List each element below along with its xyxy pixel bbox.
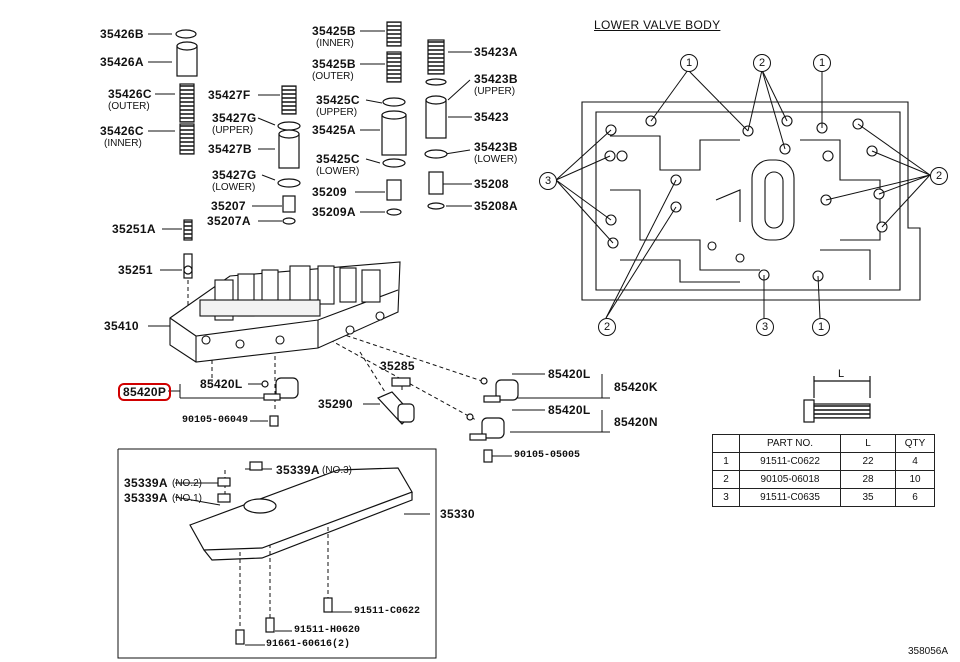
part-label-35209a[interactable]: 35209A — [312, 205, 356, 219]
table-cell-index: 1 — [712, 452, 740, 471]
part-label-35426b[interactable]: 35426B — [100, 27, 144, 41]
part-label-35425a[interactable]: 35425A — [312, 123, 356, 137]
part-label-85420n[interactable]: 85420N — [614, 415, 658, 429]
table-cell-part-no[interactable]: 90105-06018 — [739, 470, 841, 489]
part-label-35339a-no3[interactable]: 35339A — [276, 463, 320, 477]
part-label-35426c-outer[interactable]: 35426C — [108, 87, 152, 101]
qualifier-no2: (NO.2) — [172, 478, 202, 489]
part-label-35209[interactable]: 35209 — [312, 185, 347, 199]
part-label-35425b-inner[interactable]: 35425B — [312, 24, 356, 38]
part-label-35427b[interactable]: 35427B — [208, 142, 252, 156]
lower-valve-body-title: LOWER VALVE BODY — [594, 18, 721, 32]
qualifier-outer-2: (OUTER) — [312, 71, 354, 82]
callout-1-top-right: 1 — [813, 54, 831, 72]
part-label-91661-60616[interactable]: 91661-60616(2) — [266, 639, 351, 650]
callout-1-bottom: 1 — [812, 318, 830, 336]
bolt-spec-table: PART NO. L QTY 1 91511-C0622 22 4 2 9010… — [712, 434, 935, 507]
qualifier-no3: (NO.3) — [322, 465, 352, 476]
table-header-qty: QTY — [895, 434, 935, 453]
part-label-35427f[interactable]: 35427F — [208, 88, 251, 102]
part-label-35425c-upper[interactable]: 35425C — [316, 93, 360, 107]
part-label-91511-c0622[interactable]: 91511-C0622 — [354, 606, 421, 617]
qualifier-inner-2: (INNER) — [316, 38, 354, 49]
callout-2-bottom-left: 2 — [598, 318, 616, 336]
part-label-85420l-left[interactable]: 85420L — [200, 377, 243, 391]
table-row: 1 91511-C0622 22 4 — [712, 452, 935, 471]
diagram-reference-number: 358056A — [908, 646, 949, 657]
callout-2-top: 2 — [753, 54, 771, 72]
qualifier-lower: (LOWER) — [212, 182, 256, 193]
part-label-35290[interactable]: 35290 — [318, 397, 353, 411]
part-label-85420p-highlighted[interactable]: 85420P — [118, 383, 172, 401]
table-cell-qty: 6 — [895, 488, 935, 507]
qualifier-lower-2: (LOWER) — [316, 166, 360, 177]
part-label-35207a[interactable]: 35207A — [207, 214, 251, 228]
part-label-35207[interactable]: 35207 — [211, 199, 246, 213]
qualifier-outer: (OUTER) — [108, 101, 150, 112]
part-label-90105-05005[interactable]: 90105-05005 — [514, 450, 581, 461]
part-label-35423a[interactable]: 35423A — [474, 45, 518, 59]
table-row: 3 91511-C0635 35 6 — [712, 488, 935, 507]
table-cell-length: 22 — [840, 452, 896, 471]
part-label-35426c-inner[interactable]: 35426C — [100, 124, 144, 138]
qualifier-upper-3: (UPPER) — [474, 86, 516, 97]
part-label-35425b-outer[interactable]: 35425B — [312, 57, 356, 71]
callout-1-top-left: 1 — [680, 54, 698, 72]
table-cell-part-no[interactable]: 91511-C0635 — [739, 488, 841, 507]
part-label-35251[interactable]: 35251 — [118, 263, 153, 277]
part-label-35330[interactable]: 35330 — [440, 507, 475, 521]
table-cell-length: 28 — [840, 470, 896, 489]
qualifier-lower-3: (LOWER) — [474, 154, 518, 165]
table-header-part-no: PART NO. — [739, 434, 841, 453]
table-header-row: PART NO. L QTY — [712, 434, 935, 453]
table-cell-part-no[interactable]: 91511-C0622 — [739, 452, 841, 471]
table-cell-index: 3 — [712, 488, 740, 507]
table-header-length: L — [840, 434, 896, 453]
callout-3-bottom: 3 — [756, 318, 774, 336]
dimension-label-l: L — [838, 368, 845, 380]
part-label-35423b-upper[interactable]: 35423B — [474, 72, 518, 86]
qualifier-upper: (UPPER) — [212, 125, 254, 136]
part-label-35410[interactable]: 35410 — [104, 319, 139, 333]
part-label-35427g-lower[interactable]: 35427G — [212, 168, 257, 182]
callout-3-left: 3 — [539, 172, 557, 190]
table-cell-qty: 4 — [895, 452, 935, 471]
part-label-85420k[interactable]: 85420K — [614, 380, 658, 394]
part-label-35423b-lower[interactable]: 35423B — [474, 140, 518, 154]
part-label-35423[interactable]: 35423 — [474, 110, 509, 124]
qualifier-inner: (INNER) — [104, 138, 142, 149]
part-label-35426a[interactable]: 35426A — [100, 55, 144, 69]
table-cell-qty: 10 — [895, 470, 935, 489]
part-label-35425c-lower[interactable]: 35425C — [316, 152, 360, 166]
part-label-90105-06049[interactable]: 90105-06049 — [182, 415, 249, 426]
part-label-85420l-top[interactable]: 85420L — [548, 367, 591, 381]
table-cell-index: 2 — [712, 470, 740, 489]
part-label-35285[interactable]: 35285 — [380, 359, 415, 373]
part-label-85420l-mid[interactable]: 85420L — [548, 403, 591, 417]
table-header-index — [712, 434, 740, 453]
part-label-35208[interactable]: 35208 — [474, 177, 509, 191]
part-label-35208a[interactable]: 35208A — [474, 199, 518, 213]
part-label-91511-h0620[interactable]: 91511-H0620 — [294, 625, 361, 636]
qualifier-no1: (NO.1) — [172, 493, 202, 504]
qualifier-upper-2: (UPPER) — [316, 107, 358, 118]
part-label-35251a[interactable]: 35251A — [112, 222, 156, 236]
callout-2-right: 2 — [930, 167, 948, 185]
part-label-35339a-no1[interactable]: 35339A — [124, 491, 168, 505]
part-label-35339a-no2[interactable]: 35339A — [124, 476, 168, 490]
table-cell-length: 35 — [840, 488, 896, 507]
table-row: 2 90105-06018 28 10 — [712, 470, 935, 489]
part-label-35427g-upper[interactable]: 35427G — [212, 111, 257, 125]
